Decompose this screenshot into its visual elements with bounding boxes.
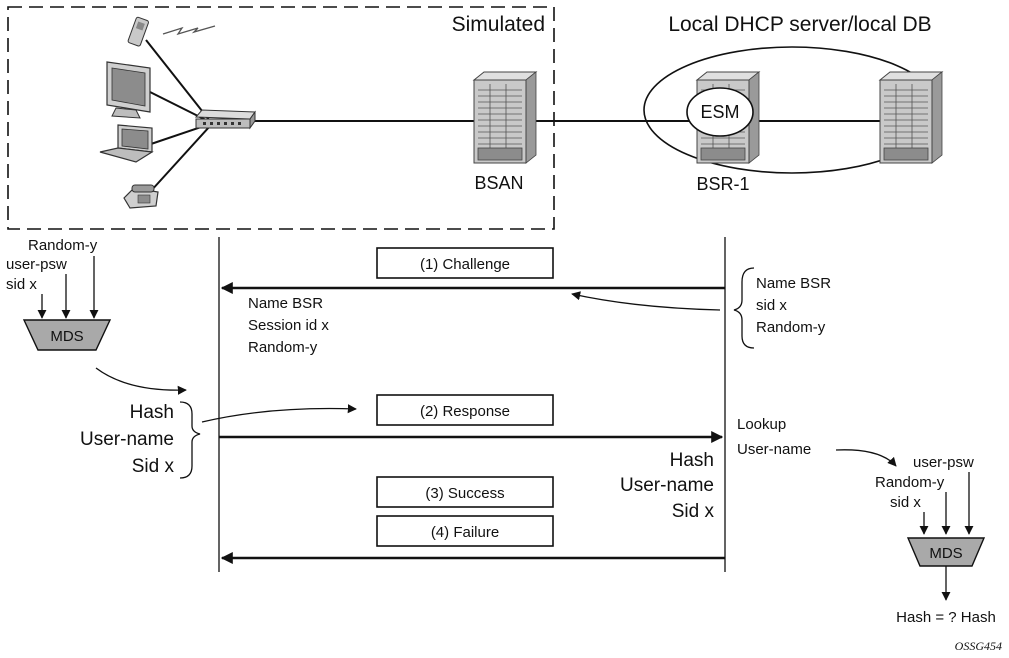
- failure-label: (4) Failure: [431, 524, 499, 541]
- right-mds-block: [906, 537, 986, 567]
- right-input-psw: user-psw: [913, 454, 974, 471]
- right-input-random: Random-y: [875, 474, 945, 491]
- left-mds-label: MDS: [50, 328, 83, 345]
- challenge-box: [376, 247, 554, 279]
- figure-id: OSSG454: [955, 639, 1002, 653]
- challenge-label: (1) Challenge: [420, 256, 510, 273]
- resp-sent-hash: Hash: [130, 402, 174, 423]
- failure-box: [376, 515, 554, 547]
- resp-sent-username: User-name: [80, 429, 174, 450]
- response-label: (2) Response: [420, 403, 510, 420]
- simulated-region: [7, 6, 555, 230]
- sent-challenge-line-3: Random-y: [756, 319, 826, 336]
- sent-challenge-line-1: Name BSR: [756, 275, 831, 292]
- lookup-line-1: Lookup: [737, 416, 786, 433]
- left-mds-output-arrow: [95, 367, 187, 395]
- mobile-phone-icon: [127, 16, 149, 47]
- left-mds-block: [22, 319, 112, 351]
- resp-recv-hash: Hash: [670, 450, 714, 471]
- resp-sent-sid: Sid x: [132, 456, 175, 477]
- recv-challenge-line-2: Session id x: [248, 317, 329, 334]
- challenge-brace-right: [733, 267, 755, 349]
- left-input-psw: user-psw: [6, 256, 67, 273]
- left-input-arrows: [37, 256, 99, 319]
- right-input-sid: sid x: [890, 494, 921, 511]
- esm-badge: [686, 87, 754, 137]
- lookup-arrow: [835, 449, 897, 467]
- lookup-line-2: User-name: [737, 441, 811, 458]
- server-label: Local DHCP server/local DB: [668, 13, 931, 36]
- desktop-computer-icon: [106, 61, 151, 119]
- bsan-label: BSAN: [474, 173, 523, 193]
- response-brace-left: [179, 401, 201, 479]
- sent-challenge-line-2: sid x: [756, 297, 787, 314]
- right-mds-label: MDS: [929, 545, 962, 562]
- dhcp-server-icon: [878, 71, 944, 164]
- hash-compare-result: Hash = ? Hash: [896, 609, 996, 626]
- left-input-sid: sid x: [6, 276, 37, 293]
- resp-recv-sid: Sid x: [672, 501, 715, 522]
- esm-label: ESM: [700, 102, 739, 122]
- wireless-signal-icon: [162, 25, 216, 36]
- access-switch-icon: [194, 109, 256, 130]
- left-input-random: Random-y: [28, 237, 98, 254]
- right-input-arrows: [919, 472, 974, 535]
- success-box: [376, 476, 554, 508]
- resp-recv-username: User-name: [620, 475, 714, 496]
- success-label: (3) Success: [425, 485, 504, 502]
- bsan-router-icon: [472, 71, 538, 164]
- response-box: [376, 394, 554, 426]
- desk-phone-icon: [123, 184, 159, 209]
- simulated-label: Simulated: [452, 13, 545, 36]
- laptop-icon: [99, 124, 154, 163]
- response-info-arrow: [201, 404, 357, 423]
- bsr-label: BSR-1: [696, 174, 749, 194]
- recv-challenge-line-3: Random-y: [248, 339, 318, 356]
- challenge-info-arrow: [571, 291, 721, 311]
- recv-challenge-line-1: Name BSR: [248, 295, 323, 312]
